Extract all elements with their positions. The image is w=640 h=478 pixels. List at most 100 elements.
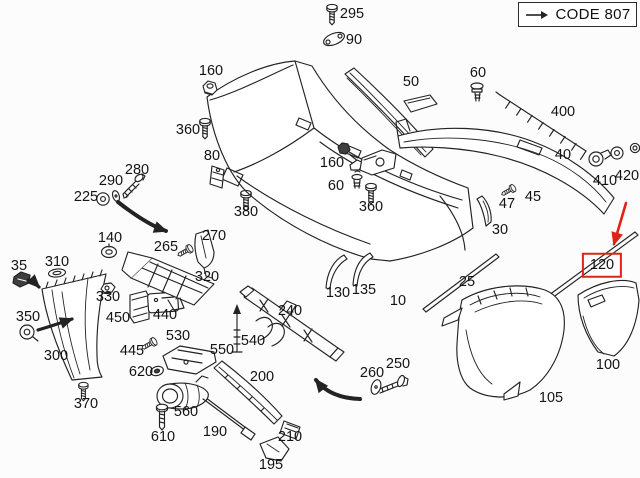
hooks-540 xyxy=(255,316,285,347)
part-label-250[interactable]: 250 xyxy=(385,355,411,372)
part-label-530[interactable]: 530 xyxy=(165,327,191,344)
part-label-620[interactable]: 620 xyxy=(128,363,154,380)
part-label-320[interactable]: 320 xyxy=(194,268,220,285)
part-label-550[interactable]: 550 xyxy=(209,341,235,358)
bolt-icon-250 xyxy=(376,374,409,394)
part-label-200[interactable]: 200 xyxy=(249,368,275,385)
strip-icon-50 xyxy=(403,94,438,113)
rivet-icon-60-center xyxy=(351,170,363,189)
part-label-160-top-left[interactable]: 160 xyxy=(198,62,224,79)
crossmember-240 xyxy=(239,285,345,362)
part-label-440[interactable]: 440 xyxy=(152,306,178,323)
part-label-225[interactable]: 225 xyxy=(73,188,99,205)
part-label-25[interactable]: 25 xyxy=(458,273,476,290)
part-label-160-center[interactable]: 160 xyxy=(319,154,345,171)
washer-icon-225 xyxy=(96,192,110,206)
part-label-130[interactable]: 130 xyxy=(325,284,351,301)
part-label-105[interactable]: 105 xyxy=(538,389,564,406)
lower-trim-40 xyxy=(395,118,615,215)
muffler-560 xyxy=(156,375,209,410)
part-label-290[interactable]: 290 xyxy=(98,172,124,189)
washer-icon-260 xyxy=(370,379,382,395)
part-label-300[interactable]: 300 xyxy=(43,347,69,364)
molding-strip-400 xyxy=(495,91,587,160)
bracket-icon-80 xyxy=(209,165,225,189)
part-label-560[interactable]: 560 xyxy=(173,403,199,420)
part-label-370[interactable]: 370 xyxy=(73,395,99,412)
part-label-35[interactable]: 35 xyxy=(10,257,28,274)
bolt-icon-610 xyxy=(155,403,169,431)
part-label-610[interactable]: 610 xyxy=(150,428,176,445)
wheel-arch-liner-300 xyxy=(41,269,107,381)
part-label-360-center[interactable]: 360 xyxy=(358,198,384,215)
grommet-icon-620 xyxy=(150,365,164,377)
sensor-icons-410-420 xyxy=(588,142,640,167)
part-label-195[interactable]: 195 xyxy=(258,456,284,473)
part-label-210[interactable]: 210 xyxy=(277,428,303,445)
part-label-190[interactable]: 190 xyxy=(202,423,228,440)
shell-100 xyxy=(577,279,640,357)
part-label-400[interactable]: 400 xyxy=(550,103,576,120)
part-label-445[interactable]: 445 xyxy=(119,342,145,359)
strip-25 xyxy=(422,253,500,313)
part-label-450[interactable]: 450 xyxy=(105,309,131,326)
nut-icon-330 xyxy=(100,282,116,295)
part-label-140[interactable]: 140 xyxy=(97,229,123,246)
part-label-135[interactable]: 135 xyxy=(351,281,377,298)
oval-icon-310 xyxy=(47,268,67,278)
part-label-360-left[interactable]: 360 xyxy=(175,121,201,138)
rivet-icon-60-right xyxy=(470,82,484,102)
part-label-120[interactable]: 120 xyxy=(581,252,623,278)
pin-550 xyxy=(231,304,243,353)
nut-icon-160-top xyxy=(202,80,218,96)
part-label-410[interactable]: 410 xyxy=(592,172,618,189)
part-label-50[interactable]: 50 xyxy=(402,73,420,90)
bolt-icon-280 xyxy=(122,173,146,199)
part-label-47[interactable]: 47 xyxy=(498,195,516,212)
part-label-80[interactable]: 80 xyxy=(203,147,221,164)
code-box: CODE 807 xyxy=(518,2,637,27)
part-label-260[interactable]: 260 xyxy=(359,364,385,381)
part-label-380[interactable]: 380 xyxy=(233,203,259,220)
bracket-530 xyxy=(162,345,217,375)
part-label-45[interactable]: 45 xyxy=(524,188,542,205)
arc-strip-130 xyxy=(325,254,348,290)
box-440 xyxy=(147,291,180,314)
part-label-265[interactable]: 265 xyxy=(153,238,179,255)
tow-bracket-160-center xyxy=(337,142,397,176)
shell-105 xyxy=(441,285,565,401)
bracket-195 xyxy=(259,436,290,462)
part-label-270[interactable]: 270 xyxy=(201,227,227,244)
part-label-540[interactable]: 540 xyxy=(240,332,266,349)
part-label-330[interactable]: 330 xyxy=(95,288,121,305)
washer-icon-350 xyxy=(19,324,39,342)
grommet-icon-140 xyxy=(100,243,118,259)
highlight-arrow xyxy=(611,201,628,246)
rod-190 xyxy=(202,398,256,441)
part-label-30[interactable]: 30 xyxy=(491,221,509,238)
bracket-270 xyxy=(194,229,215,279)
part-label-295[interactable]: 295 xyxy=(339,5,365,22)
callout-arrows xyxy=(26,200,362,401)
clip-210 xyxy=(279,420,301,440)
part-label-60-center[interactable]: 60 xyxy=(327,177,345,194)
code-label: CODE 807 xyxy=(555,6,631,23)
part-label-420[interactable]: 420 xyxy=(614,167,640,184)
clip-icon-90 xyxy=(323,31,345,47)
part-label-100[interactable]: 100 xyxy=(595,356,621,373)
part-label-60-right[interactable]: 60 xyxy=(469,64,487,81)
impact-bar-320 xyxy=(121,251,215,311)
part-label-310[interactable]: 310 xyxy=(44,253,70,270)
arc-strip-135 xyxy=(352,252,374,287)
box-450 xyxy=(129,290,150,324)
diffuser-200 xyxy=(213,360,283,425)
part-label-40[interactable]: 40 xyxy=(554,146,572,163)
part-label-10[interactable]: 10 xyxy=(389,292,407,309)
part-label-280[interactable]: 280 xyxy=(124,161,150,178)
part-label-90[interactable]: 90 xyxy=(345,31,363,48)
part-label-350[interactable]: 350 xyxy=(15,308,41,325)
part-label-240[interactable]: 240 xyxy=(277,302,303,319)
